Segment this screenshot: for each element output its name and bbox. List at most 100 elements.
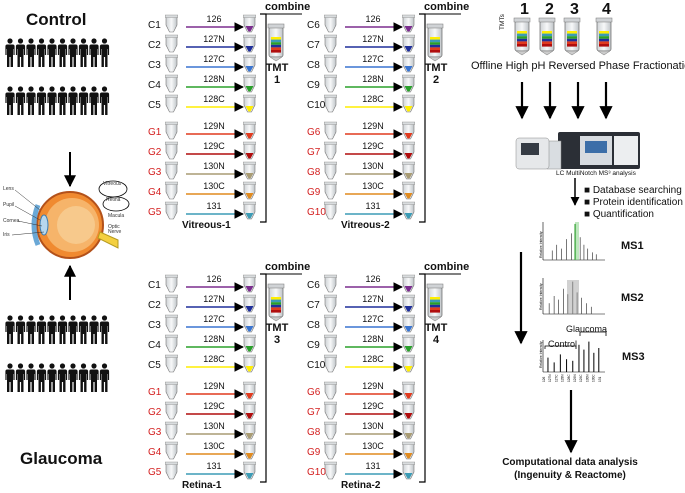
bullet-protein-identification: ■ Protein identification bbox=[584, 197, 683, 208]
ms3-channel-label: 129N bbox=[573, 374, 577, 382]
tag-label: 129C bbox=[362, 141, 384, 151]
tmt-number: 4 bbox=[432, 333, 440, 346]
person-icon bbox=[36, 38, 47, 67]
person-icon bbox=[15, 38, 26, 67]
person-icon bbox=[68, 38, 78, 67]
combine-label: combine bbox=[265, 1, 311, 13]
tag-label: 126 bbox=[206, 14, 222, 24]
tag-label: 128C bbox=[362, 94, 384, 104]
person-icon bbox=[26, 86, 36, 115]
person-icon bbox=[57, 86, 68, 115]
tag-label: 128N bbox=[362, 334, 384, 344]
sample-label: G9 bbox=[307, 447, 321, 458]
sample-label: C7 bbox=[307, 300, 320, 311]
ms3-control-label: Control bbox=[548, 339, 578, 349]
combine-bracket bbox=[260, 13, 267, 223]
ms3-channel-label: 127N bbox=[548, 374, 552, 382]
tag-label: 129C bbox=[362, 401, 384, 411]
ms1-spectrum bbox=[542, 222, 605, 261]
sample-label: C5 bbox=[148, 100, 161, 111]
combine-bracket bbox=[260, 273, 267, 483]
tag-label: 130C bbox=[203, 181, 225, 191]
tmt-label-text: TMT bbox=[424, 322, 448, 334]
person-icon bbox=[47, 86, 57, 115]
tag-label: 129N bbox=[203, 381, 225, 391]
tag-label: 128N bbox=[203, 74, 225, 84]
tag-label: 127C bbox=[362, 54, 384, 64]
tag-label: 129N bbox=[203, 121, 225, 131]
tag-label: 130N bbox=[203, 161, 225, 171]
final-analysis-label: Computational data analysis (Ingenuity &… bbox=[460, 457, 680, 482]
ms3-spectrum bbox=[542, 331, 607, 373]
ms3-channel-label: 127C bbox=[554, 374, 558, 382]
person-icon bbox=[68, 315, 78, 344]
tag-label: 129N bbox=[362, 121, 384, 131]
bullet-database-searching: ■ Database searching bbox=[584, 185, 682, 196]
eye-label-optic-nerve: Optic Nerve bbox=[108, 224, 122, 235]
sample-label: C4 bbox=[148, 80, 161, 91]
tag-label: 130N bbox=[362, 421, 384, 431]
bullet-text: Database searching bbox=[592, 185, 682, 196]
sample-label: C5 bbox=[148, 360, 161, 371]
eye-label-lens: Lens bbox=[3, 186, 14, 192]
sample-label: C1 bbox=[148, 280, 161, 291]
person-icon bbox=[47, 315, 57, 344]
tag-label: 131 bbox=[365, 201, 381, 211]
sample-label: G8 bbox=[307, 427, 321, 438]
final-line-1: Computational data analysis bbox=[502, 457, 638, 468]
person-icon bbox=[78, 86, 89, 115]
person-icon bbox=[68, 86, 78, 115]
ms3-glaucoma-label: Glaucoma bbox=[566, 324, 608, 334]
person-icon bbox=[36, 363, 47, 392]
combine-label: combine bbox=[424, 1, 470, 13]
eye-label-cornea: Cornea bbox=[3, 218, 20, 224]
ms3-channel-label: 128N bbox=[561, 374, 565, 382]
person-icon bbox=[78, 38, 89, 67]
tag-label: 128C bbox=[362, 354, 384, 364]
sample-label: G2 bbox=[148, 147, 162, 158]
sample-label: G6 bbox=[307, 387, 321, 398]
tag-label: 130N bbox=[203, 421, 225, 431]
tmt-block-4 bbox=[324, 273, 461, 483]
sample-label: G4 bbox=[148, 447, 162, 458]
tag-label: 127N bbox=[362, 294, 384, 304]
sample-label: G4 bbox=[148, 187, 162, 198]
sample-label: C6 bbox=[307, 20, 320, 31]
tag-label: 130C bbox=[362, 441, 384, 451]
glaucoma-group-icons bbox=[5, 315, 110, 392]
tmt-number-4: 4 bbox=[602, 1, 611, 18]
tag-label: 131 bbox=[206, 461, 222, 471]
ms3-channel-label: 129C bbox=[579, 374, 583, 382]
tag-label: 129N bbox=[362, 381, 384, 391]
person-icon bbox=[26, 363, 36, 392]
sample-label: C6 bbox=[307, 280, 320, 291]
bullet-text: Quantification bbox=[592, 209, 654, 220]
final-line-2: (Ingenuity & Reactome) bbox=[514, 469, 626, 481]
sample-label: C2 bbox=[148, 40, 161, 51]
person-icon bbox=[78, 363, 89, 392]
sample-label: G1 bbox=[148, 387, 162, 398]
tmt-number: 1 bbox=[273, 73, 281, 86]
bullet-quantification: ■ Quantification bbox=[584, 209, 654, 220]
person-icon bbox=[36, 86, 47, 115]
combine-label: combine bbox=[265, 261, 311, 273]
tmt-block-1 bbox=[164, 13, 302, 223]
person-icon bbox=[47, 38, 57, 67]
ms3-axis-label: Relative Intensity bbox=[539, 341, 543, 368]
sample-label: G3 bbox=[148, 167, 162, 178]
person-icon bbox=[57, 38, 68, 67]
person-icon bbox=[15, 86, 26, 115]
tmt-number: 2 bbox=[432, 73, 440, 86]
tag-label: 127C bbox=[203, 54, 225, 64]
tmt-number-2: 2 bbox=[545, 1, 554, 18]
ms2-label: MS2 bbox=[621, 292, 644, 304]
glaucoma-label: Glaucoma bbox=[20, 449, 103, 468]
eye-label-retina: Retina bbox=[106, 197, 121, 203]
glaucoma-bracket bbox=[579, 331, 607, 336]
sample-label: G3 bbox=[148, 427, 162, 438]
tag-label: 127C bbox=[362, 314, 384, 324]
tmt-label-text: TMT bbox=[424, 62, 448, 74]
tmt-block-3 bbox=[164, 273, 302, 483]
person-icon bbox=[99, 363, 110, 392]
